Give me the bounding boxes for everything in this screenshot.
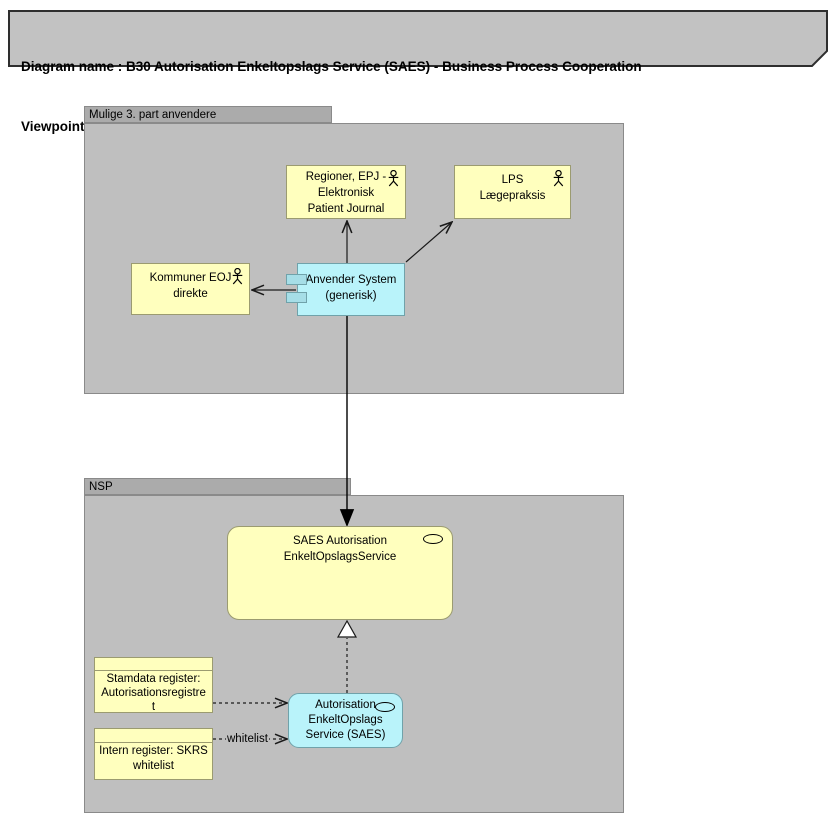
node-autorisation-enkeltopslags-service[interactable]: Autorisation EnkeltOpslags Service (SAES…	[288, 693, 403, 748]
diagram-title-note: Diagram name : B30 Autorisation Enkeltop…	[8, 10, 829, 134]
node-label-line: Anvender System	[305, 274, 397, 286]
edge-label-whitelist: whitelist	[226, 732, 269, 746]
business-object-bar-icon	[95, 658, 212, 671]
node-label-line: direkte	[173, 288, 208, 300]
node-label-line: Regioner, EPJ -	[305, 171, 387, 183]
node-label-line: (generisk)	[325, 290, 377, 302]
node-label-line: t	[151, 701, 156, 713]
actor-icon	[232, 268, 243, 285]
node-label-line: Lægepraksis	[479, 190, 546, 202]
title-line-1: Diagram name : B30 Autorisation Enkeltop…	[21, 59, 642, 74]
node-label-line: Stamdata register:	[106, 673, 201, 685]
node-label-line: whitelist	[133, 760, 174, 772]
node-regioner-epj[interactable]: Regioner, EPJ - Elektronisk Patient Jour…	[286, 165, 406, 219]
node-label-line: Service (SAES)	[305, 729, 386, 741]
node-label-line: Patient Journal	[307, 203, 385, 215]
node-lps-laegepraksis[interactable]: LPS Lægepraksis	[454, 165, 571, 219]
node-label-line: EnkeltOpslags	[308, 714, 383, 726]
actor-icon	[553, 170, 564, 187]
group-label: Mulige 3. part anvendere	[89, 109, 217, 121]
group-label: NSP	[89, 481, 113, 493]
note-shape	[8, 10, 828, 67]
node-label-line: EnkeltOpslagsService	[283, 551, 397, 563]
node-label-line: SAES Autorisation	[293, 535, 387, 547]
group-tab-mulige-3-part-anvendere[interactable]: Mulige 3. part anvendere	[84, 106, 332, 123]
node-label-line: Intern register: SKRS	[99, 745, 208, 757]
node-label-line: Elektronisk	[317, 187, 375, 199]
node-saes-autorisation-enkeltopslagsservice[interactable]: SAES Autorisation EnkeltOpslagsService	[227, 526, 453, 620]
group-tab-nsp[interactable]: NSP	[84, 478, 351, 495]
node-intern-register-skrs[interactable]: Intern register: SKRS whitelist	[94, 728, 213, 780]
service-oval-icon	[423, 534, 443, 544]
node-label-line: LPS	[501, 174, 524, 186]
component-icon	[286, 292, 307, 303]
node-kommuner-eoj[interactable]: Kommuner EOJ direkte	[131, 263, 250, 315]
business-object-bar-icon	[95, 729, 212, 743]
node-label-line: Autorisation	[315, 699, 376, 711]
group-body-mulige-3-part-anvendere[interactable]	[84, 123, 624, 394]
node-anvender-system[interactable]: Anvender System (generisk)	[286, 263, 405, 316]
service-oval-icon	[375, 702, 395, 712]
node-label-line: Kommuner EOJ	[149, 272, 232, 284]
node-label-line: Autorisationsregistre	[101, 687, 206, 699]
component-icon	[286, 274, 307, 285]
node-stamdata-register[interactable]: Stamdata register: Autorisationsregistre…	[94, 657, 213, 713]
actor-icon	[388, 170, 399, 187]
